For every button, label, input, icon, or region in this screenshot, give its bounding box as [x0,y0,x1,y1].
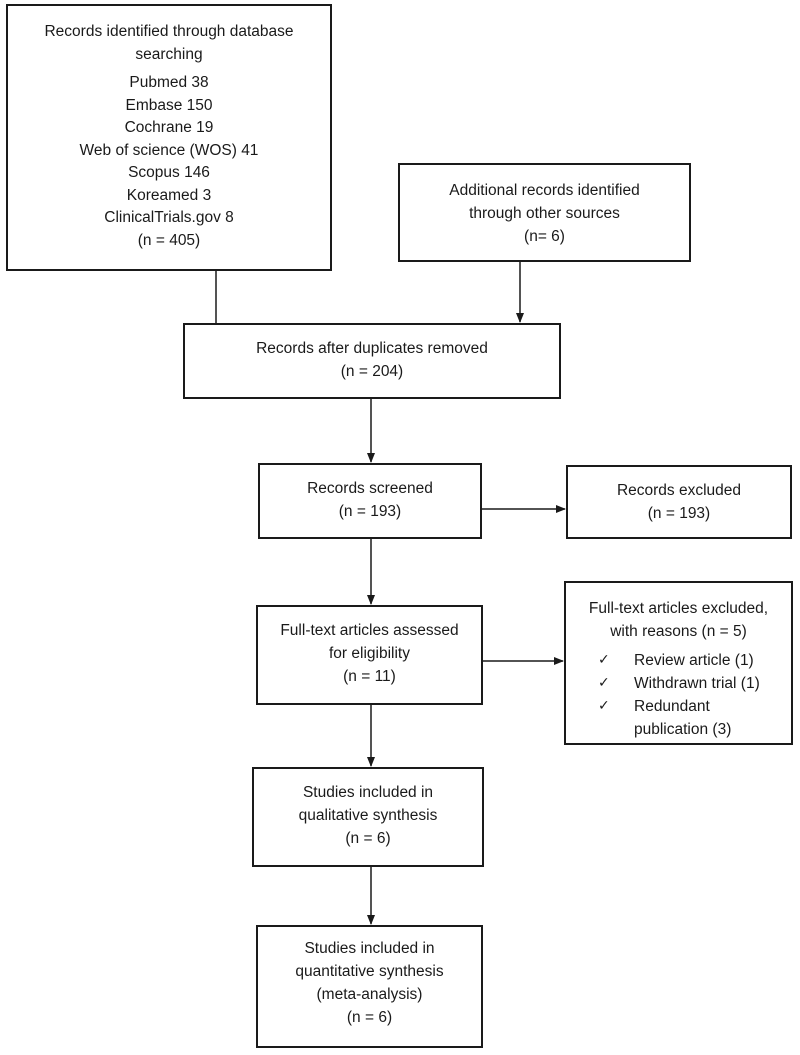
records-excluded-label: Records excluded [616,482,742,499]
additional-line-2: through other sources [469,205,620,222]
box-fulltext-assessed: Full-text articles assessed for eligibil… [256,605,483,705]
records-excluded-count: (n = 193) [647,505,711,522]
check-icon: ✓ [598,652,610,668]
database-source-embase: Embase 150 [125,96,213,114]
duplicates-count: (n = 204) [340,363,404,380]
fulltext-excluded-line-2: with reasons (n = 5) [610,623,747,640]
reason-redundant-line-1: Redundant [634,698,710,715]
exclusion-reason-item: ✓ Review article (1) [598,649,760,672]
fulltext-line-2: for eligibility [329,645,410,662]
database-source-clinicaltrials: ClinicalTrials.gov 8 [104,209,234,226]
database-count: (n = 405) [137,231,201,249]
box-fulltext-excluded: Full-text articles excluded, with reason… [564,581,793,745]
screened-count: (n = 193) [338,503,402,520]
exclusion-reasons-list: ✓ Review article (1) ✓ Withdrawn trial (… [598,649,760,741]
database-title-line-1: Records identified through database [44,23,294,40]
additional-count: (n= 6) [524,228,565,245]
box-duplicates-removed: Records after duplicates removed (n = 20… [183,323,561,399]
reason-review-article: Review article (1) [634,652,754,669]
screened-label: Records screened [307,480,433,497]
box-quantitative-synthesis: Studies included in quantitative synthes… [256,925,483,1048]
qualitative-line-2: qualitative synthesis [298,807,438,824]
exclusion-reason-item: ✓ Withdrawn trial (1) [598,672,760,695]
box-database-search: Records identified through database sear… [6,4,332,271]
qualitative-count: (n = 6) [345,830,391,847]
database-title-line-2: searching [135,46,203,63]
qualitative-line-1: Studies included in [302,784,434,801]
exclusion-reason-item: ✓ Redundant publication (3) [598,695,760,741]
check-icon: ✓ [598,675,610,691]
database-source-cochrane: Cochrane 19 [124,119,214,136]
additional-line-1: Additional records identified [449,182,640,199]
quantitative-count: (n = 6) [346,1009,393,1026]
fulltext-count: (n = 11) [343,668,396,685]
reason-withdrawn-trial: Withdrawn trial (1) [634,675,760,692]
box-additional-records: Additional records identified through ot… [398,163,691,262]
duplicates-label: Records after duplicates removed [256,340,488,357]
quantitative-line-1: Studies included in [304,940,435,957]
box-records-excluded: Records excluded (n = 193) [566,465,792,539]
box-records-screened: Records screened (n = 193) [258,463,482,539]
database-source-koreamed: Koreamed 3 [126,186,212,204]
fulltext-excluded-line-1: Full-text articles excluded, [588,600,769,617]
quantitative-line-2: quantitative synthesis [295,963,444,980]
box-qualitative-synthesis: Studies included in qualitative synthesi… [252,767,484,867]
fulltext-line-1: Full-text articles assessed [280,622,459,639]
check-icon: ✓ [598,698,610,714]
database-source-scopus: Scopus 146 [128,164,210,181]
reason-redundant-line-2: publication (3) [634,721,732,738]
database-source-pubmed: Pubmed 38 [129,74,209,91]
quantitative-line-3: (meta-analysis) [316,986,423,1003]
database-source-wos: Web of science (WOS) 41 [79,141,259,159]
reason-redundant-publication: Redundant publication (3) [634,695,731,741]
